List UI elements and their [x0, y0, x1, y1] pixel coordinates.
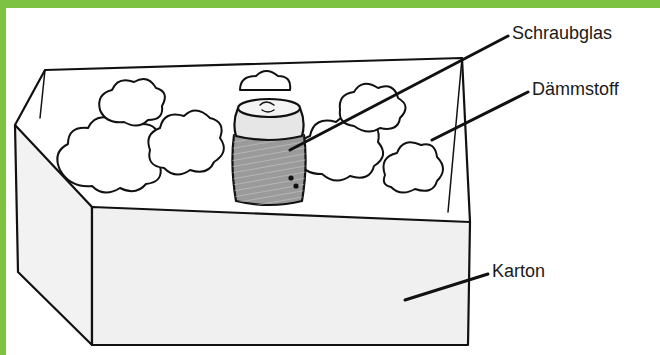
screw-jar [232, 99, 305, 205]
part-label: Schraubglas [512, 24, 612, 44]
box-rim [15, 58, 470, 222]
box-front [92, 207, 470, 345]
box-inner-edge [448, 58, 462, 212]
green-band [0, 0, 6, 355]
part-label: Karton [492, 262, 545, 282]
part-label: Dämmstoff [532, 80, 619, 100]
green-band [0, 0, 660, 8]
leader-line [290, 36, 508, 150]
leader-line [405, 274, 488, 300]
leader-line [432, 92, 528, 140]
box-side [15, 125, 92, 345]
